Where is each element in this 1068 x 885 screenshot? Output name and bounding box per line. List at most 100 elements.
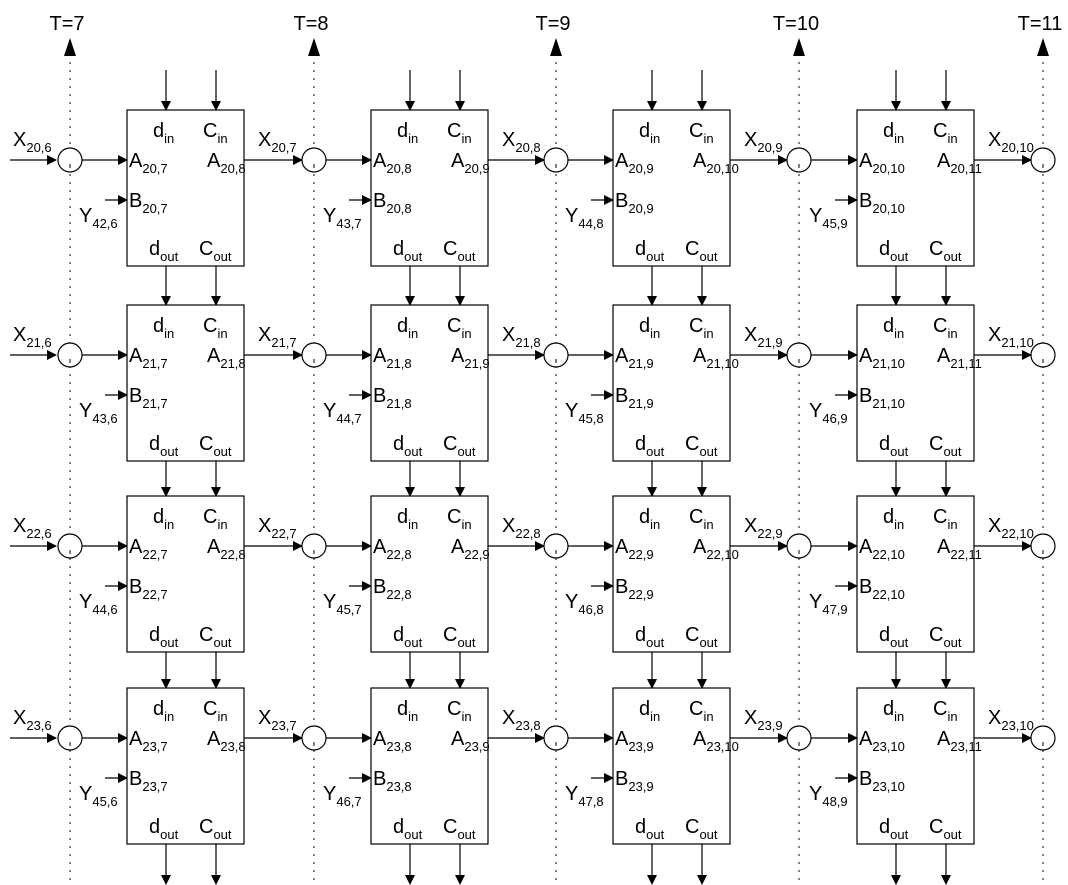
a-in-label: A23,7 [129, 728, 168, 754]
d-out-label: dout [879, 238, 909, 264]
d-out-label: dout [879, 433, 909, 459]
a-in-label: A22,8 [373, 536, 412, 562]
time-label: T=10 [773, 13, 819, 35]
b-label: B20,8 [373, 190, 412, 216]
time-label: T=11 [1018, 13, 1063, 35]
b-label: B23,9 [615, 768, 654, 794]
time-axis-arrow-icon [308, 38, 320, 56]
y-input-label: Y47,8 [565, 783, 604, 809]
d-in-label: din [153, 315, 174, 341]
processing-element-block [126, 687, 245, 845]
a-out-label: A22,9 [451, 536, 490, 562]
output-x-label: X20,7 [258, 129, 297, 155]
a-out-label: A21,8 [207, 345, 246, 371]
output-x-label: X22,8 [502, 515, 541, 541]
b-label: B20,7 [129, 190, 168, 216]
a-in-label: A20,9 [615, 150, 654, 176]
d-out-label: dout [635, 624, 665, 650]
a-in-label: A21,10 [859, 345, 905, 371]
c-out-label: Cout [199, 238, 232, 264]
a-out-label: A22,11 [937, 536, 982, 562]
register-circle [301, 147, 327, 173]
output-x-label: X22,9 [744, 515, 783, 541]
processing-element-block [370, 304, 489, 462]
a-in-label: A20,8 [373, 150, 412, 176]
time-label: T=9 [535, 13, 570, 35]
b-label: B22,9 [615, 576, 654, 602]
a-in-label: A22,9 [615, 536, 654, 562]
d-out-label: dout [879, 624, 909, 650]
c-in-label: Cin [447, 315, 472, 341]
a-in-label: A22,7 [129, 536, 168, 562]
register-circle [1030, 342, 1056, 368]
y-input-label: Y44,6 [79, 591, 118, 617]
d-in-label: din [639, 698, 660, 724]
d-in-label: din [153, 120, 174, 146]
c-out-label: Cout [929, 624, 962, 650]
a-in-label: A23,10 [859, 728, 905, 754]
d-in-label: din [153, 506, 174, 532]
y-input-label: Y46,7 [323, 783, 362, 809]
register-circle [543, 147, 569, 173]
register-circle [57, 147, 83, 173]
c-out-label: Cout [685, 624, 718, 650]
c-in-label: Cin [933, 698, 958, 724]
d-in-label: din [639, 120, 660, 146]
b-label: B23,8 [373, 768, 412, 794]
processing-element-block [612, 687, 731, 845]
a-out-label: A23,10 [693, 728, 739, 754]
y-input-label: Y44,8 [565, 205, 604, 231]
b-label: B20,10 [859, 190, 905, 216]
processing-element-block [126, 495, 245, 653]
d-in-label: din [883, 698, 904, 724]
d-out-label: dout [149, 624, 179, 650]
output-x-label: X22,10 [988, 515, 1034, 541]
register-circle [786, 342, 812, 368]
b-label: B20,9 [615, 190, 654, 216]
register-circle [1030, 147, 1056, 173]
d-out-label: dout [393, 624, 423, 650]
processing-element-block [612, 304, 731, 462]
a-out-label: A20,8 [207, 150, 246, 176]
a-in-label: A21,7 [129, 345, 168, 371]
time-label: T=8 [293, 13, 328, 35]
output-x-label: X23,10 [988, 707, 1034, 733]
c-out-label: Cout [199, 433, 232, 459]
a-out-label: A21,10 [693, 345, 739, 371]
register-circle [1030, 533, 1056, 559]
time-axis-arrow-icon [64, 38, 76, 56]
processing-element-block [856, 687, 975, 845]
d-in-label: din [397, 120, 418, 146]
a-in-label: A20,10 [859, 150, 905, 176]
c-in-label: Cin [933, 506, 958, 532]
y-input-label: Y45,8 [565, 400, 604, 426]
register-circle [301, 342, 327, 368]
b-label: B21,10 [859, 385, 905, 411]
b-label: B21,8 [373, 385, 412, 411]
d-out-label: dout [635, 816, 665, 842]
a-in-label: A22,10 [859, 536, 905, 562]
a-in-label: A20,7 [129, 150, 168, 176]
d-in-label: din [639, 315, 660, 341]
y-input-label: Y44,7 [323, 400, 362, 426]
processing-element-block [612, 109, 731, 267]
y-input-label: Y43,6 [79, 400, 118, 426]
register-circle [57, 342, 83, 368]
processing-element-block [370, 495, 489, 653]
a-out-label: A20,9 [451, 150, 490, 176]
c-out-label: Cout [929, 816, 962, 842]
d-in-label: din [397, 506, 418, 532]
d-out-label: dout [879, 816, 909, 842]
y-input-label: Y48,9 [809, 783, 848, 809]
output-x-label: X21,9 [744, 324, 783, 350]
register-circle [543, 725, 569, 751]
b-label: B22,7 [129, 576, 168, 602]
c-in-label: Cin [447, 698, 472, 724]
c-in-label: Cin [203, 506, 228, 532]
register-circle [786, 725, 812, 751]
d-out-label: dout [635, 433, 665, 459]
c-out-label: Cout [929, 433, 962, 459]
d-out-label: dout [393, 816, 423, 842]
c-out-label: Cout [199, 816, 232, 842]
